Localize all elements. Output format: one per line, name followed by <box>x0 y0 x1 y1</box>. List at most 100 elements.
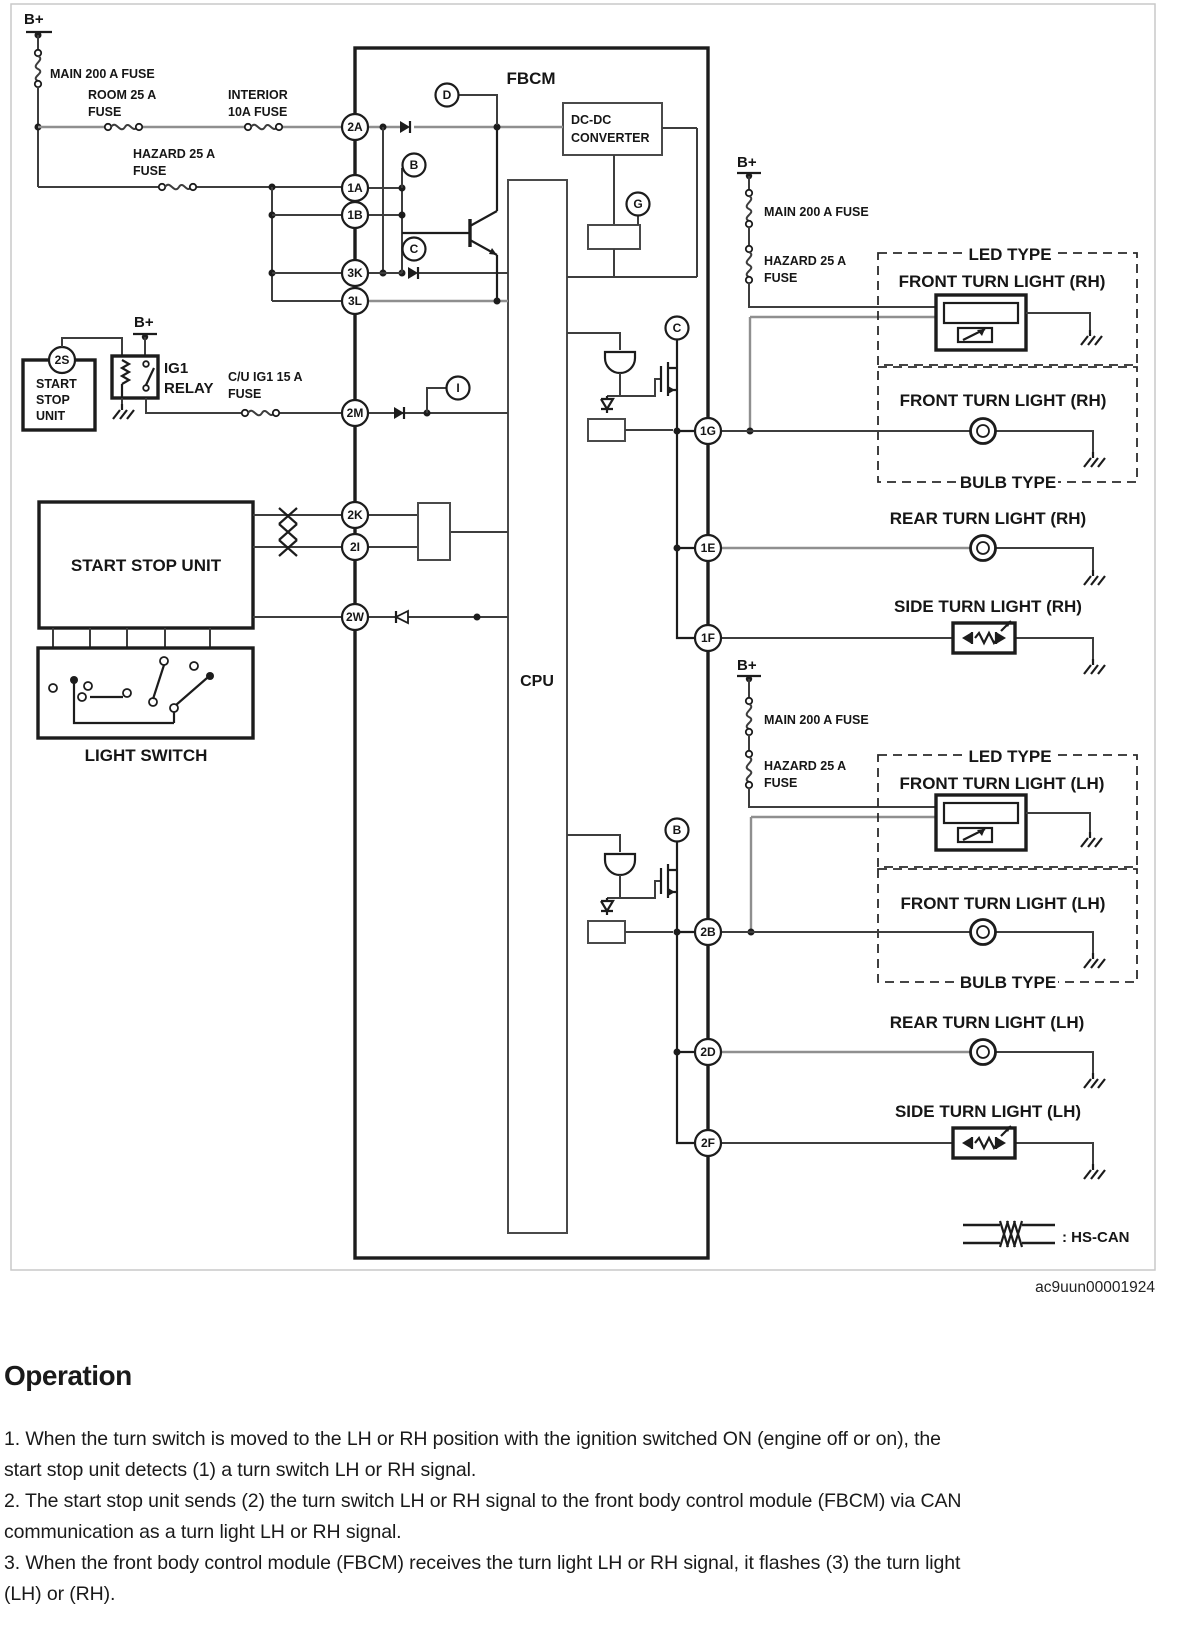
connector-2K: 2K <box>347 508 363 522</box>
connector-2B: 2B <box>700 925 716 939</box>
connector-2I: 2I <box>350 540 360 554</box>
main-fuse-label: MAIN 200 A FUSE <box>50 67 155 81</box>
led-type-label: LED TYPE <box>968 747 1051 766</box>
interior-fuse-label2: 10A FUSE <box>228 105 287 119</box>
battery-feed-lh: B+ MAIN 200 A FUSE HAZARD 25 A FUSE <box>737 657 936 936</box>
relay-label: RELAY <box>164 380 213 397</box>
connector-2D: 2D <box>700 1045 716 1059</box>
lh-driver <box>567 834 681 944</box>
resistor-icon <box>587 418 626 442</box>
callout-D: D <box>443 88 452 102</box>
cpu-box <box>507 179 568 1234</box>
switch-lever-icon <box>151 664 166 700</box>
ssu-small-line1: START <box>36 377 77 391</box>
dcdc-label: DC-DC <box>571 113 611 127</box>
b-plus-label: B+ <box>24 11 44 28</box>
rear-turn-light-rh: REAR TURN LIGHT (RH) <box>721 509 1107 587</box>
can-lines <box>253 502 508 561</box>
callout-B2: B <box>673 823 682 837</box>
front-turn-light-rh-label: FRONT TURN LIGHT (RH) <box>900 391 1107 410</box>
callout-B: B <box>410 158 419 172</box>
cu-ig1-fuse-label: C/U IG1 15 A <box>228 370 303 384</box>
callout-markers: D B C G I C B <box>401 82 690 843</box>
connector-2S: 2S <box>55 353 70 367</box>
callout-G: G <box>633 197 642 211</box>
ssu-small-line2: STOP <box>36 393 70 407</box>
battery-feed-left: B+ MAIN 200 A FUSE <box>24 11 155 187</box>
fbcm-label: FBCM <box>506 69 555 88</box>
switch-lever-icon <box>175 677 208 706</box>
ssu-small-line3: UNIT <box>36 409 66 423</box>
side-turn-light-rh: SIDE TURN LIGHT (RH) <box>721 597 1107 676</box>
connector-1B: 1B <box>347 208 363 222</box>
start-stop-unit-box: START STOP UNIT <box>37 500 255 630</box>
operation-heading: Operation <box>4 1360 132 1391</box>
callout-C: C <box>410 242 419 256</box>
front-turn-light-lh-label: FRONT TURN LIGHT (LH) <box>901 894 1106 913</box>
connector-2W: 2W <box>346 610 365 624</box>
room-fuse-label2: FUSE <box>88 105 121 119</box>
twisted-pair-icon <box>998 1220 1024 1248</box>
bulb-type-label: BULB TYPE <box>960 473 1056 492</box>
main-fuse-label: MAIN 200 A FUSE <box>764 713 869 727</box>
connector-1F: 1F <box>701 631 715 645</box>
hs-can-legend: : HS-CAN <box>963 1220 1130 1248</box>
transistor-icon <box>402 127 499 301</box>
fbcm-connectors: 2A 1A 1B 3K 3L 2M 2K 2I 2W 1G 1E 1F 2B 2… <box>340 112 723 1158</box>
hazard-fuse-row-left: HAZARD 25 A FUSE <box>38 147 342 302</box>
relay-coil-icon <box>119 359 132 398</box>
interior-fuse-label: INTERIOR <box>228 88 288 102</box>
battery-feed-rh: B+ MAIN 200 A FUSE HAZARD 25 A FUSE <box>737 154 936 435</box>
front-turn-light-lh-bulb: FRONT TURN LIGHT (LH) BULB TYPE <box>721 868 1138 992</box>
cpu-label: CPU <box>520 673 554 690</box>
hazard-fuse-label2: FUSE <box>764 776 797 790</box>
side-turn-light-lh-label: SIDE TURN LIGHT (LH) <box>895 1102 1081 1121</box>
connector-3K: 3K <box>347 266 363 280</box>
hazard-fuse-label: HAZARD 25 A <box>133 147 215 161</box>
front-turn-light-rh-bulb: FRONT TURN LIGHT (RH) BULB TYPE <box>721 366 1138 492</box>
connector-3L: 3L <box>348 294 362 308</box>
start-stop-unit-small: START STOP UNIT 2S <box>21 345 97 432</box>
connector-2F: 2F <box>701 1136 715 1150</box>
resistor-icon <box>587 224 641 250</box>
wiring-diagram: B+ MAIN 200 A FUSE ROOM 25 A FUSE INTERI… <box>10 3 1156 1296</box>
can-transceiver-box <box>417 502 451 561</box>
figure-code: ac9uun00001924 <box>1035 1279 1155 1296</box>
start-stop-unit-label: START STOP UNIT <box>71 556 222 575</box>
hs-can-label: : HS-CAN <box>1062 1229 1130 1246</box>
callout-C2: C <box>673 321 682 335</box>
rear-turn-light-lh: REAR TURN LIGHT (LH) <box>721 1013 1107 1090</box>
side-turn-light-lh: SIDE TURN LIGHT (LH) <box>721 1102 1107 1181</box>
room-fuse-label: ROOM 25 A <box>88 88 156 102</box>
ig1-label: IG1 <box>164 360 188 377</box>
relay-box <box>110 354 160 400</box>
front-turn-light-lh-led: LED TYPE FRONT TURN LIGHT (LH) <box>877 747 1138 868</box>
front-turn-light-rh-led: LED TYPE FRONT TURN LIGHT (RH) <box>877 245 1138 366</box>
b-plus-label: B+ <box>134 314 154 331</box>
connector-1G: 1G <box>700 424 716 438</box>
connector-2A: 2A <box>347 120 363 134</box>
operation-step-3: 3. When the front body control module (F… <box>4 1552 961 1605</box>
connector-1E: 1E <box>701 541 716 555</box>
rh-driver <box>567 332 681 442</box>
front-turn-light-rh-label: FRONT TURN LIGHT (RH) <box>899 272 1106 291</box>
rear-turn-light-rh-label: REAR TURN LIGHT (RH) <box>890 509 1086 528</box>
fbcm-2m-row <box>368 387 508 421</box>
connector-1A: 1A <box>347 181 363 195</box>
hazard-fuse-label: HAZARD 25 A <box>764 759 846 773</box>
room-interior-fuse-row: ROOM 25 A FUSE INTERIOR 10A FUSE <box>38 88 342 132</box>
operation-step-1: 1. When the turn switch is moved to the … <box>4 1428 941 1481</box>
callout-I: I <box>456 381 459 395</box>
side-turn-light-rh-label: SIDE TURN LIGHT (RH) <box>894 597 1082 616</box>
ig1-relay: B+ IG1 RELAY C/U IG1 15 A FUSE <box>61 314 342 421</box>
connector-2M: 2M <box>347 406 364 420</box>
cu-ig1-fuse-label2: FUSE <box>228 387 261 401</box>
light-switch: LIGHT SWITCH <box>36 628 255 765</box>
operation-step-2: 2. The start stop unit sends (2) the tur… <box>4 1490 962 1543</box>
dcdc-label2: CONVERTER <box>571 131 649 145</box>
dcdc-converter-box <box>562 102 663 156</box>
b-plus-label: B+ <box>737 154 757 171</box>
2w-row <box>253 609 508 625</box>
light-switch-label: LIGHT SWITCH <box>85 746 208 765</box>
fbcm-internal-top <box>368 94 698 305</box>
